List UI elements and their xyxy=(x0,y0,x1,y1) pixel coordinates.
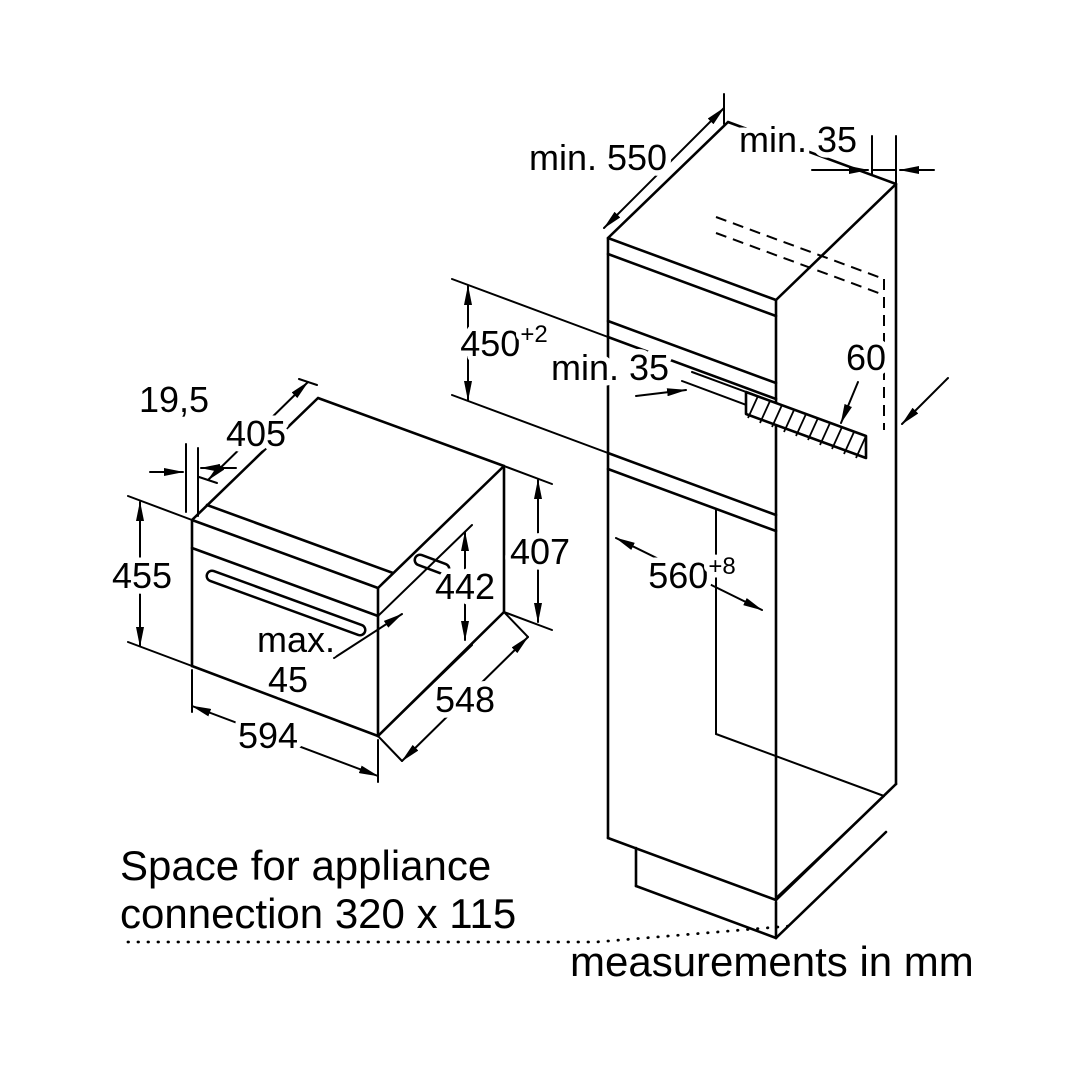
dim-vent-60: 60 xyxy=(840,332,892,424)
dim-label-niche-width: 560+8 xyxy=(648,553,735,596)
dim-label-handle-max: max. xyxy=(257,619,335,660)
dim-top-depth-405: 405 xyxy=(198,378,318,484)
dim-label-oven-height: 455 xyxy=(112,555,172,596)
cabinet-top-panel-line xyxy=(606,252,778,318)
shelf-a-front-top xyxy=(606,319,778,385)
dim-label-body-height: 407 xyxy=(510,531,570,572)
vent-hatch xyxy=(744,390,868,460)
interior-floor-right-edge xyxy=(775,795,885,899)
oven-fascia-top-line xyxy=(205,503,395,575)
connection-note-line2: connection 320 x 115 xyxy=(120,890,516,937)
dim-label-top-depth: 405 xyxy=(226,413,286,454)
dim-label-vent: 60 xyxy=(846,337,886,378)
dim-width-594: 594 xyxy=(191,669,379,783)
oven-fascia-front-line xyxy=(190,546,380,618)
dim-label-door-height: 442 xyxy=(435,566,495,607)
dim-label-niche-height: 450+2 xyxy=(460,321,547,364)
dim-label-handle-value: 45 xyxy=(268,659,308,700)
dim-niche-width-560: 560+8 xyxy=(615,537,763,611)
hidden-shelf-a-rear-bottom xyxy=(715,232,885,296)
dim-label-fascia-offset: 19,5 xyxy=(139,379,209,420)
units-note: measurements in mm xyxy=(570,938,974,985)
dim-depth-min550: min. 550 xyxy=(523,93,725,229)
oven-handle xyxy=(205,569,367,637)
dim-wall-gap-min35: min. 35 xyxy=(733,114,935,185)
dim-label-cabinet-depth: min. 550 xyxy=(529,137,667,178)
dim-label-oven-depth: 548 xyxy=(435,679,495,720)
connection-note: Space for appliance connection 320 x 115 xyxy=(120,842,792,944)
connection-note-line1: Space for appliance xyxy=(120,842,491,889)
plinth-bottom-edge xyxy=(634,884,778,940)
dim-fascia-19-5: 19,5 xyxy=(133,374,237,517)
vent-strip xyxy=(744,390,868,460)
oven-drawing: 19,5 405 455 442 407 max xyxy=(106,374,576,783)
shelf-b-front-bottom xyxy=(606,467,778,533)
dim-niche-height-450: 450+2 xyxy=(451,278,609,454)
shelf-a-front-bottom xyxy=(606,335,778,401)
cabinet-outline xyxy=(606,120,898,902)
wall-pointer-arrow xyxy=(901,377,949,425)
dim-shelf-gap-min35: min. 35 xyxy=(545,342,687,397)
dim-label-oven-width: 594 xyxy=(238,715,298,756)
cabinet-drawing: min. 550 min. 35 450+2 min. 35 60 xyxy=(451,93,949,940)
cabinet-plinth xyxy=(634,830,888,940)
interior-floor-rear-edge xyxy=(715,733,885,797)
dim-height-455: 455 xyxy=(106,495,193,667)
dim-label-wall-gap: min. 35 xyxy=(739,119,857,160)
dim-label-shelf-gap: min. 35 xyxy=(551,347,669,388)
shelf-b-front-top xyxy=(606,451,778,517)
dim-depth-548: 548 xyxy=(377,611,529,762)
hidden-shelf-a-rear-top xyxy=(715,216,885,280)
dim-body-height-407: 407 xyxy=(503,465,576,631)
floor-right-edge xyxy=(774,830,888,940)
cabinet-bottom-front-edge xyxy=(606,836,778,902)
dim-handle-max-45: max. 45 xyxy=(251,613,403,706)
